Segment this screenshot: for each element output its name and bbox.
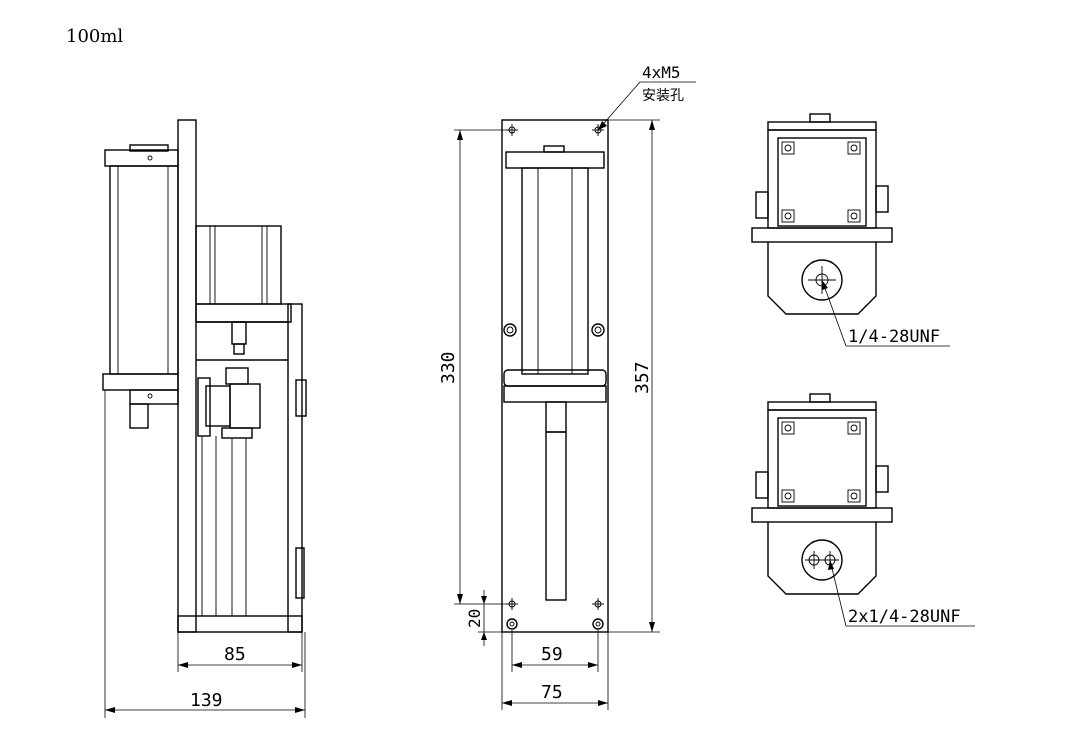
bottom-view-double-port [751, 393, 975, 627]
callout-port-single: 1/4-28UNF [848, 327, 940, 347]
dim-59: 59 [541, 644, 563, 665]
callout-mount-holes-cn: 安装孔 [642, 88, 684, 104]
callout-port-double: 2x1/4-28UNF [848, 607, 961, 627]
bottom-view-single-port [751, 113, 950, 347]
drawing-title: 100ml [66, 26, 124, 47]
dim-75: 75 [541, 682, 563, 703]
dim-139: 139 [190, 690, 223, 711]
front-view [454, 81, 696, 710]
dim-330: 330 [438, 351, 459, 384]
dim-85: 85 [224, 644, 246, 665]
side-view [102, 119, 307, 718]
dim-357: 357 [632, 361, 653, 394]
callout-mount-holes: 4xM5 [642, 63, 681, 82]
dim-20: 20 [465, 609, 484, 628]
